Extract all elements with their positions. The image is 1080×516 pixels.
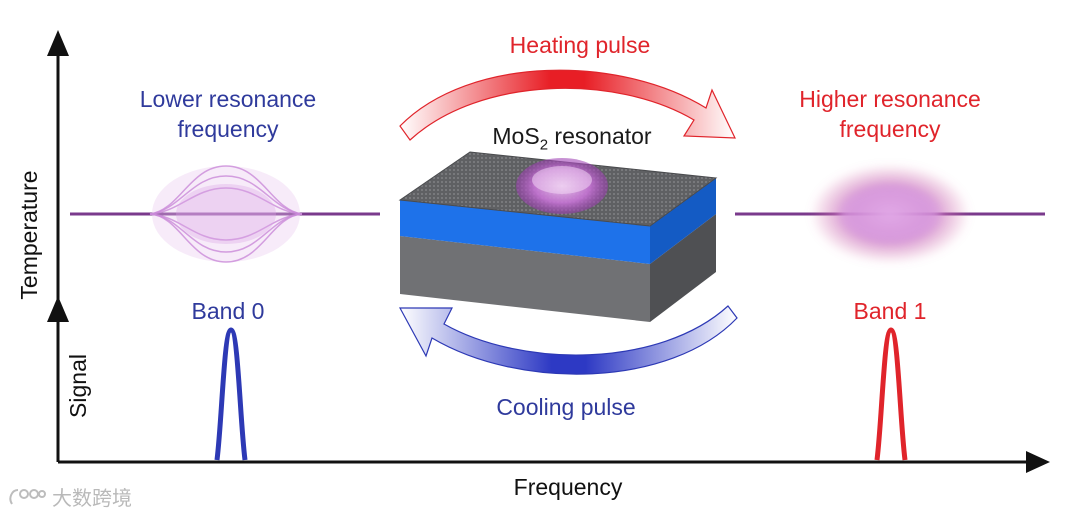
- watermark: 大数跨境: [8, 482, 132, 511]
- higher-resonance-membrane: [735, 164, 1045, 264]
- resonator-suffix: resonator: [548, 123, 652, 149]
- y-axis-mid-arrow-icon: [47, 296, 69, 322]
- band1-peak: [874, 327, 908, 461]
- axes: [47, 30, 1050, 473]
- band1-label: Band 1: [853, 298, 927, 324]
- lower-resonance-label: Lower resonance frequency: [118, 84, 338, 144]
- resonator-label: MoS2 resonator: [462, 121, 682, 161]
- watermark-text: 大数跨境: [52, 488, 132, 510]
- lower-resonance-membrane: [70, 165, 380, 263]
- higher-resonance-label: Higher resonance frequency: [778, 84, 1002, 144]
- lower-resonance-line1: Lower resonance: [139, 86, 317, 112]
- resonator-prefix: MoS: [492, 123, 540, 149]
- x-axis-label: Frequency: [513, 474, 623, 500]
- y-axis-top-arrow-icon: [47, 30, 69, 56]
- band0-peak: [214, 327, 248, 461]
- cooling-pulse-label: Cooling pulse: [496, 394, 636, 420]
- y-axis-upper-label: Temperature: [16, 170, 42, 300]
- resonator-subscript: 2: [539, 136, 549, 154]
- higher-resonance-line2: frequency: [839, 116, 941, 142]
- y-axis-lower-label: Signal: [65, 354, 91, 418]
- higher-resonance-line1: Higher resonance: [799, 86, 981, 112]
- heating-pulse-arrow: [399, 69, 736, 141]
- x-axis-arrow-icon: [1026, 451, 1050, 473]
- mos2-resonator-block: [398, 151, 718, 322]
- band0-label: Band 0: [191, 298, 265, 324]
- heating-pulse-label: Heating pulse: [509, 32, 651, 58]
- lower-resonance-line2: frequency: [177, 116, 279, 142]
- watermark-logo-icon: [9, 488, 46, 505]
- cooling-pulse-arrow: [398, 305, 738, 375]
